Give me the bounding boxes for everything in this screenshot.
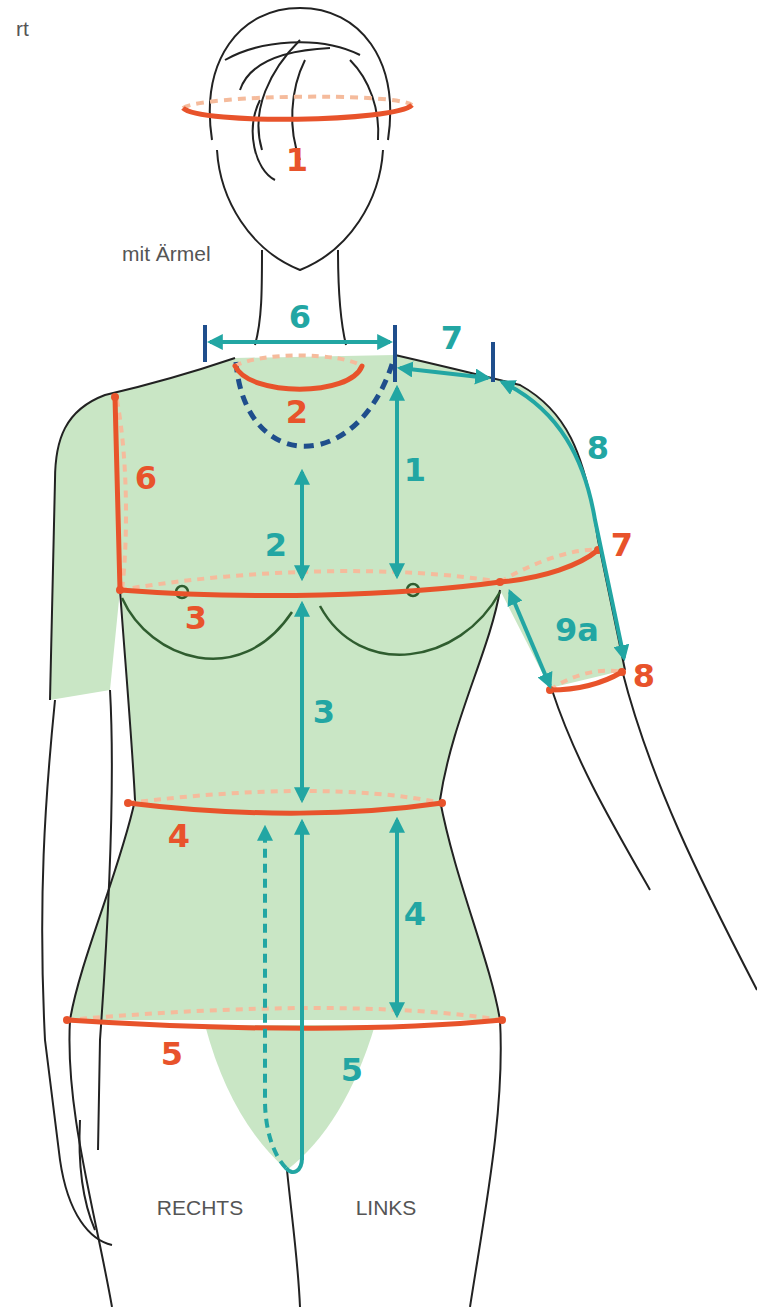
callout-number: 7 — [611, 529, 633, 561]
length-arrows — [210, 342, 624, 1015]
side-label: LINKS — [356, 1197, 417, 1218]
head-measure — [183, 105, 412, 119]
callout-number: 4 — [168, 820, 190, 852]
neckline — [236, 358, 394, 446]
length-arrow — [300, 822, 304, 1160]
body-outline — [42, 250, 757, 1307]
callout-number: 4 — [404, 898, 426, 930]
callout-number: 3 — [313, 696, 335, 728]
head-outline — [210, 8, 390, 270]
briefs-fill — [205, 1025, 375, 1170]
callout-number: 8 — [587, 432, 609, 464]
callout-number: 6 — [135, 462, 157, 494]
callout-number: 1 — [404, 454, 426, 486]
callout-number: 9a — [555, 614, 599, 646]
callout-number: 5 — [161, 1038, 183, 1070]
garment-fill — [50, 355, 625, 1020]
callout-number: 2 — [265, 529, 287, 561]
callout-number: 2 — [286, 396, 308, 428]
circumference-lines — [67, 366, 622, 1028]
callout-number: 7 — [441, 322, 463, 354]
cut-off-text: rt — [16, 18, 29, 39]
callout-number: 8 — [633, 660, 655, 692]
callout-number: 1 — [286, 144, 308, 176]
length-arrow-dashed — [265, 828, 286, 1168]
callout-number: 3 — [185, 602, 207, 634]
circumference-back — [67, 356, 622, 1021]
side-label: RECHTS — [157, 1197, 243, 1218]
length-arrow — [286, 1158, 302, 1172]
callout-number: 5 — [341, 1054, 363, 1086]
callout-number: 6 — [289, 301, 311, 333]
head-measure-back — [183, 97, 412, 108]
cut-off-text: mit Ärmel — [122, 243, 211, 264]
measure-points — [63, 393, 626, 1024]
